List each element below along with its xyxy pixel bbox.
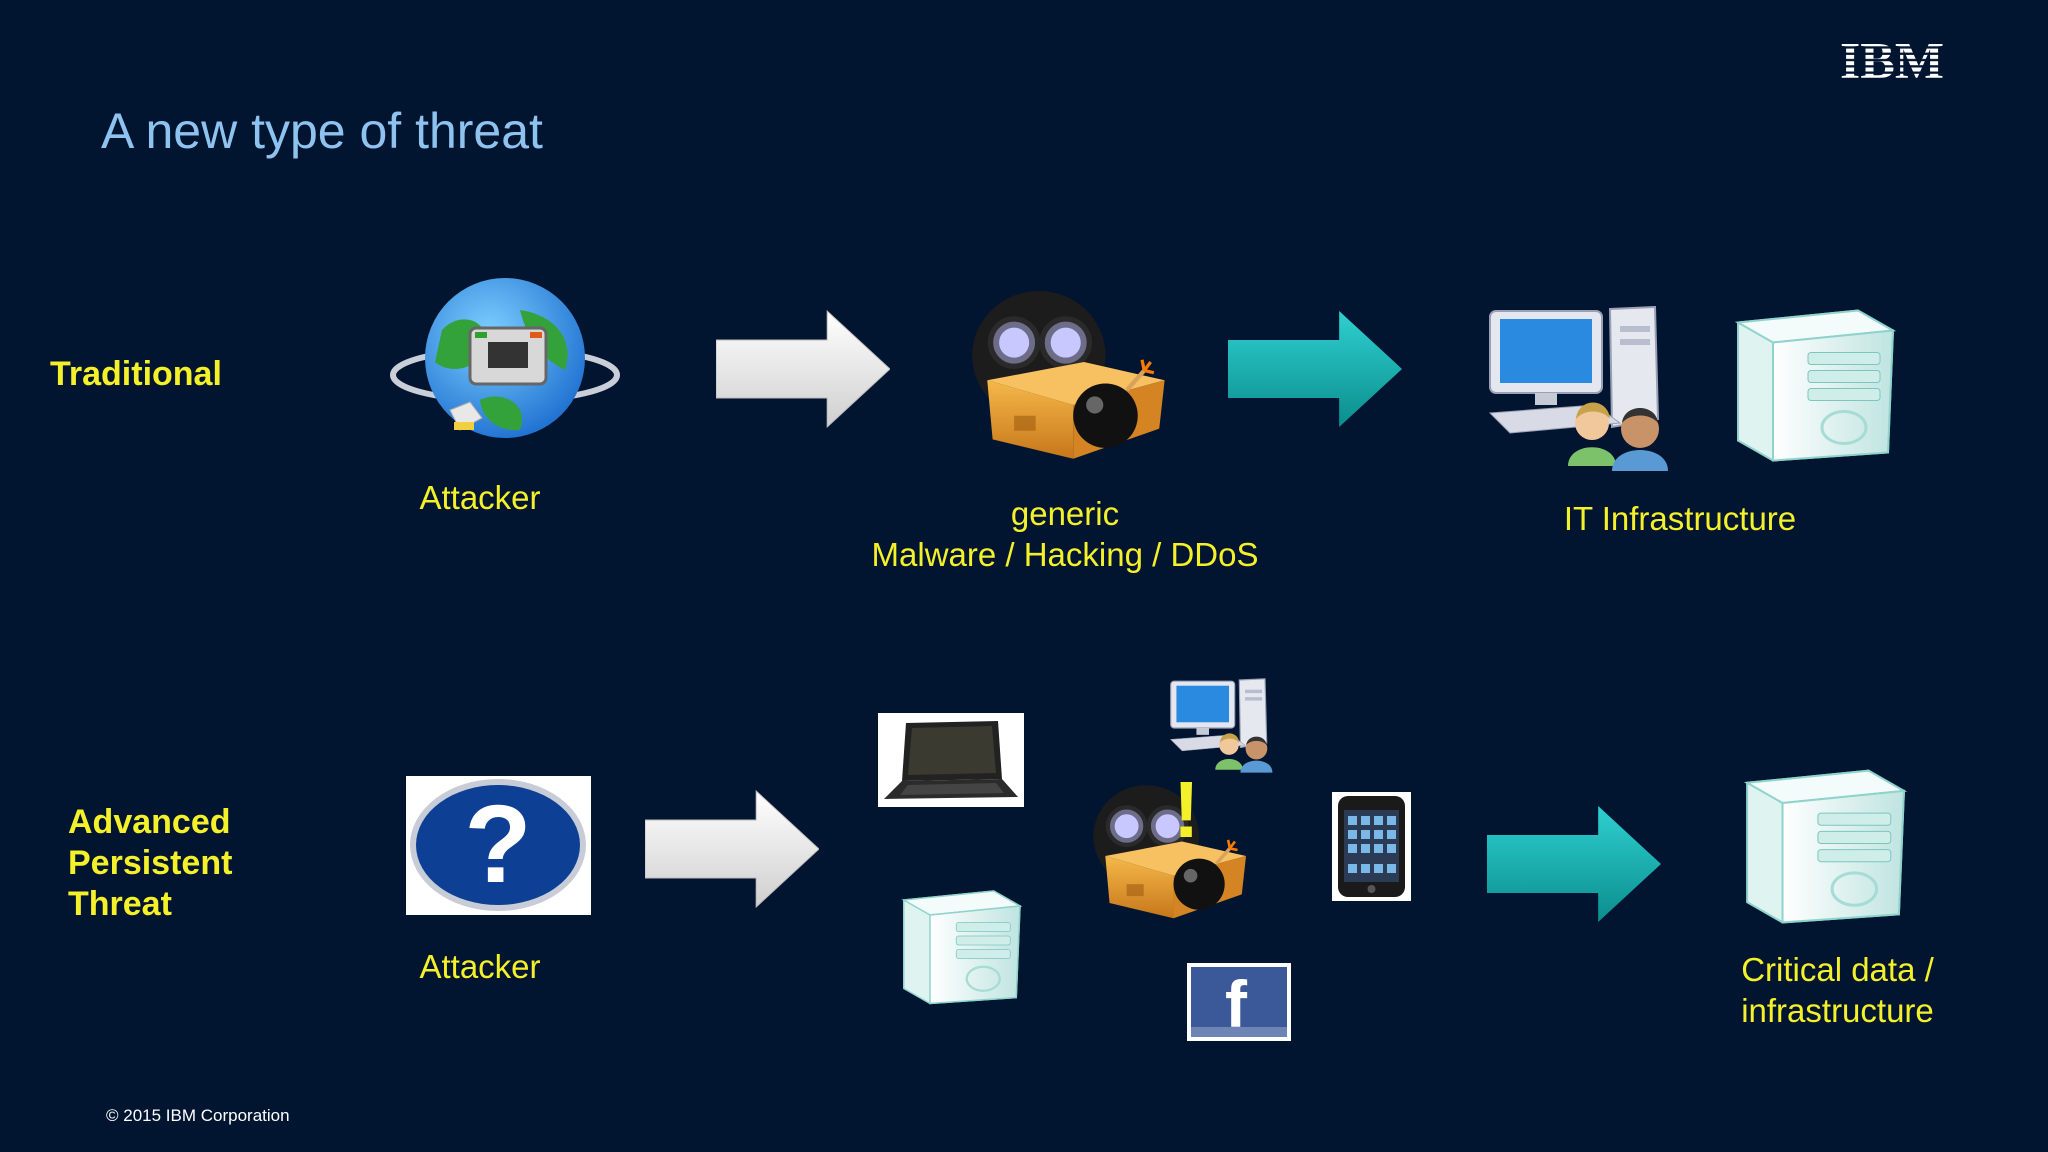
apt-label-line3: Threat — [68, 885, 172, 923]
alert-exclamation: ! — [1173, 765, 1200, 854]
white-arrow-top — [716, 310, 890, 428]
critical-data-line2: infrastructure — [1741, 992, 1934, 1029]
payload-line1: generic — [1010, 495, 1120, 532]
slide-title: A new type of threat — [101, 103, 543, 159]
laptop-panel — [878, 713, 1024, 807]
globe-network-icon — [390, 278, 620, 438]
smartphone-icon — [1338, 796, 1405, 897]
question-mark-icon: ? — [410, 779, 586, 911]
ibm-logo: IBM — [1840, 33, 1944, 90]
facebook-glyph: f — [1225, 967, 1247, 1037]
facebook-panel: f — [1187, 963, 1291, 1041]
workstation-users-small-icon — [1170, 678, 1274, 774]
apt-label-line1: Advanced — [68, 803, 231, 841]
apt-label: Advanced Persistent Threat — [68, 802, 232, 925]
server-tower-icon — [1736, 308, 1895, 463]
it-infrastructure-label: IT Infrastructure — [1563, 500, 1797, 537]
server-tower-small-icon — [902, 889, 1022, 1005]
facebook-icon-band — [1191, 1027, 1287, 1037]
traditional-label: Traditional — [50, 355, 222, 393]
ibm-logo-text: IBM — [1840, 33, 1944, 90]
malware-box-icon — [955, 278, 1170, 461]
critical-server-icon — [1745, 769, 1906, 924]
apt-label-line2: Persistent — [68, 844, 233, 882]
laptop-icon — [884, 721, 1018, 799]
white-arrow-bottom — [645, 790, 819, 908]
apt-attacker-label: Attacker — [419, 948, 541, 985]
malware-box-apt-icon — [1070, 775, 1260, 920]
copyright-footer: © 2015 IBM Corporation — [106, 1106, 290, 1125]
question-mark-glyph: ? — [464, 783, 531, 906]
payload-line2: Malware / Hacking / DDoS — [871, 536, 1259, 573]
critical-data-line1: Critical data / — [1741, 951, 1934, 988]
facebook-icon: f — [1191, 967, 1287, 1037]
smartphone-panel — [1332, 792, 1411, 901]
question-mark-panel: ? — [406, 776, 591, 915]
traditional-attacker-label: Attacker — [419, 479, 541, 516]
teal-arrow-bottom — [1487, 806, 1661, 922]
teal-arrow-top — [1228, 311, 1402, 427]
workstation-users-icon — [1488, 305, 1670, 472]
